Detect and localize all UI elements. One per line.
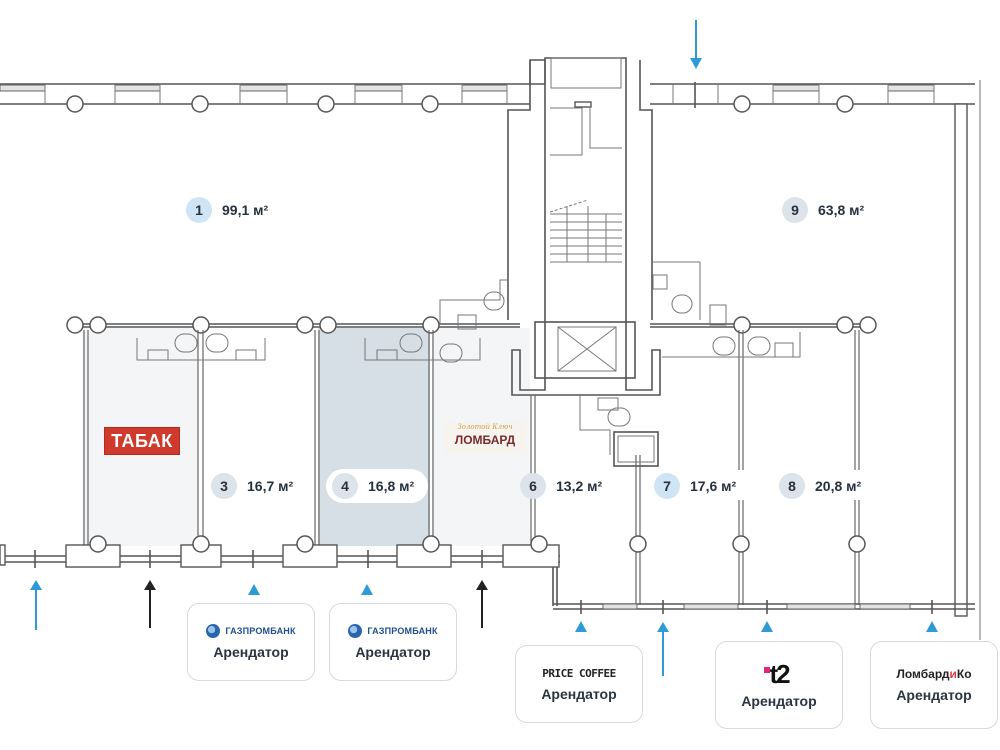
entrance-arrow-blue bbox=[657, 622, 669, 676]
entrance-arrow-blue-down bbox=[690, 20, 702, 69]
lombard-logo-script: Золотой Ключ bbox=[457, 423, 513, 431]
tenant-card-gazprombank[interactable]: ГАЗПРОМБАНК Арендатор bbox=[187, 603, 315, 681]
unit-number-badge: 3 bbox=[211, 473, 237, 499]
unit-area: 17,6 м² bbox=[690, 478, 737, 494]
unit-number-badge: 9 bbox=[782, 197, 808, 223]
gazprombank-logo: ГАЗПРОМБАНК bbox=[348, 624, 437, 638]
tenant-role: Арендатор bbox=[896, 687, 972, 703]
right-wall bbox=[954, 80, 981, 640]
lombardiko-logo: ЛомбардиКо bbox=[896, 667, 972, 681]
unit-number-badge: 1 bbox=[186, 197, 212, 223]
entrance-triangle-blue bbox=[761, 621, 773, 632]
globe-icon bbox=[348, 624, 363, 638]
stair-core bbox=[507, 57, 661, 396]
unit-number-badge: 4 bbox=[332, 473, 358, 499]
tenant-role: Арендатор bbox=[741, 693, 817, 709]
unit-area: 13,2 м² bbox=[556, 478, 603, 494]
tenant-card-t2[interactable]: t2 Арендатор bbox=[715, 641, 843, 729]
unit-area: 20,8 м² bbox=[815, 478, 862, 494]
unit-1-label[interactable]: 1 99,1 м² bbox=[186, 197, 268, 223]
entrance-triangle-blue bbox=[926, 621, 938, 632]
bottom-facade bbox=[0, 535, 975, 614]
top-wall bbox=[0, 82, 975, 113]
unit-area: 16,7 м² bbox=[247, 478, 294, 494]
lombard-logo: Золотой Ключ ЛОМБАРД bbox=[444, 422, 526, 454]
unit-area: 16,8 м² bbox=[368, 478, 415, 494]
globe-icon bbox=[206, 624, 221, 638]
entrance-arrow-black bbox=[144, 580, 156, 628]
unit-4-label[interactable]: 4 16,8 м² bbox=[326, 469, 429, 503]
unit-number-badge: 6 bbox=[520, 473, 546, 499]
unit-9-label[interactable]: 9 63,8 м² bbox=[782, 197, 864, 223]
tenant-role: Арендатор bbox=[213, 644, 289, 660]
entrance-arrow-blue bbox=[30, 580, 42, 630]
unit-4-zone[interactable] bbox=[318, 328, 430, 546]
unit-3-label[interactable]: 3 16,7 м² bbox=[211, 473, 293, 499]
unit-area: 63,8 м² bbox=[818, 202, 865, 218]
unit-number-badge: 7 bbox=[654, 473, 680, 499]
unit-area: 99,1 м² bbox=[222, 202, 269, 218]
entrance-markers bbox=[30, 20, 938, 676]
interior-partitions bbox=[66, 261, 877, 605]
tenant-card-price-coffee[interactable]: PRICE COFFEE Арендатор bbox=[515, 645, 643, 723]
tenant-card-gazprombank[interactable]: ГАЗПРОМБАНК Арендатор bbox=[329, 603, 457, 681]
unit-number-badge: 8 bbox=[779, 473, 805, 499]
entrance-triangle-blue bbox=[361, 584, 373, 595]
tenant-role: Арендатор bbox=[355, 644, 431, 660]
tenant-card-lombardiko[interactable]: ЛомбардиКо Арендатор bbox=[870, 641, 998, 729]
tabak-logo: ТАБАК bbox=[104, 427, 180, 455]
t2-logo: t2 bbox=[764, 661, 791, 687]
entrance-arrow-black bbox=[476, 580, 488, 628]
price-coffee-logo: PRICE COFFEE bbox=[542, 666, 616, 680]
entrance-triangle-blue bbox=[248, 584, 260, 595]
t2-dot-icon bbox=[764, 667, 771, 673]
unit-6-label[interactable]: 6 13,2 м² bbox=[520, 473, 602, 499]
unit-8-label[interactable]: 8 20,8 м² bbox=[779, 473, 861, 499]
lombard-logo-main: ЛОМБАРД bbox=[454, 433, 516, 447]
entrance-triangle-blue bbox=[575, 621, 587, 632]
gazprombank-logo: ГАЗПРОМБАНК bbox=[206, 624, 295, 638]
tenant-role: Арендатор bbox=[541, 685, 617, 702]
unit-7-label[interactable]: 7 17,6 м² bbox=[654, 473, 736, 499]
